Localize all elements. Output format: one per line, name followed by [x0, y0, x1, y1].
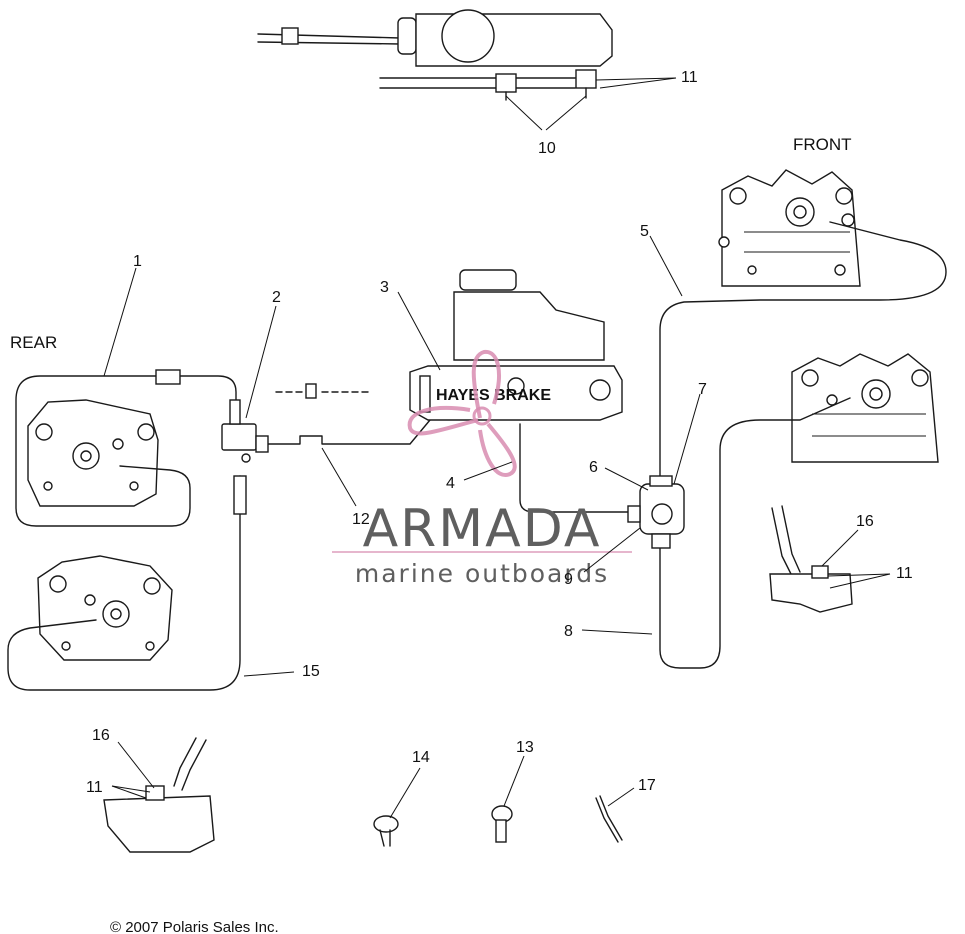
proportioning-valve [221, 399, 269, 463]
junction-block [627, 475, 685, 549]
callout-17: 17 [638, 777, 656, 794]
callout-14: 14 [412, 749, 430, 766]
callout-3: 3 [380, 279, 389, 296]
callout-11-top: 11 [681, 69, 698, 86]
tie-part-17 [595, 795, 623, 843]
clip-part-14 [373, 815, 399, 847]
callout-16-right: 16 [856, 513, 874, 530]
master-cylinder: HAYES BRAKE [409, 269, 623, 421]
leader-lines [103, 77, 891, 819]
callout-13: 13 [516, 739, 534, 756]
callout-12: 12 [352, 511, 370, 528]
callout-10: 10 [538, 140, 556, 157]
brake-switch-left [103, 737, 215, 853]
callout-7: 7 [698, 381, 707, 398]
watermark-logo: ARMADA marine outboards [332, 349, 632, 588]
callout-11-left: 11 [86, 779, 103, 796]
copyright-text: © 2007 Polaris Sales Inc. [110, 919, 279, 934]
watermark-tagline: marine outboards [355, 559, 609, 588]
callout-8: 8 [564, 623, 573, 640]
hand-master-cylinder [257, 9, 613, 101]
front-caliper-lower [791, 353, 939, 463]
callout-6: 6 [589, 459, 598, 476]
callout-2: 2 [272, 289, 281, 306]
rear-heading: REAR [10, 333, 57, 352]
rear-caliper-upper [27, 399, 159, 507]
clip-part-13 [491, 805, 513, 843]
callout-16-left: 16 [92, 727, 110, 744]
callout-4: 4 [446, 475, 455, 492]
part-marking-text: HAYES BRAKE [436, 387, 551, 404]
callout-15: 15 [302, 663, 320, 680]
front-caliper-upper [718, 169, 861, 287]
callout-9: 9 [564, 571, 573, 588]
watermark-name: ARMADA [363, 499, 602, 559]
callout-5: 5 [640, 223, 649, 240]
front-heading: FRONT [793, 135, 852, 154]
mount-hardware [275, 383, 373, 399]
brake-switch-right [769, 505, 853, 613]
callout-11-right: 11 [896, 565, 913, 582]
rear-caliper-lower [37, 555, 173, 661]
callout-1: 1 [133, 253, 142, 270]
